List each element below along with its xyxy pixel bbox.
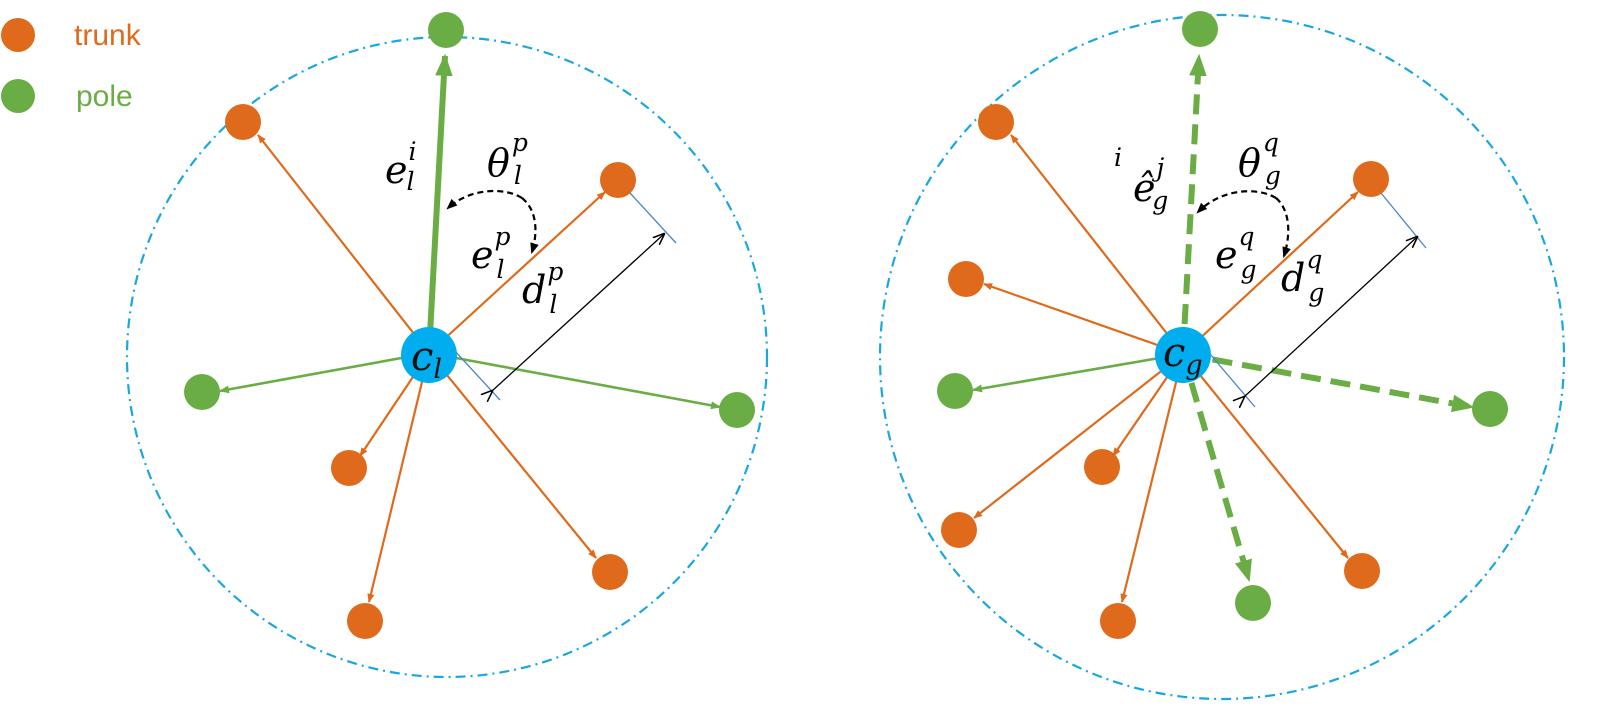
local-distance-arrow [492,234,664,391]
legend-label-trunk: trunk [74,19,142,52]
global-pole-edges [972,53,1475,583]
local-angle-arc [446,189,523,210]
pole-node [1235,585,1271,621]
pole-node [428,12,464,48]
trunk-node [331,450,367,486]
pole-node [1472,391,1508,427]
local-pole-edge-i [426,53,453,354]
trunk-node [1084,449,1120,485]
legend: trunk pole [1,18,142,113]
global-trunk-edge [1182,191,1359,355]
trunk-node [1100,603,1136,639]
local-neighborhood-boundary [125,35,769,679]
trunk-node [948,261,984,297]
global-trunk-edge [1182,353,1349,559]
global-pole-edge-j [1180,53,1207,355]
global-center-node [1155,327,1211,383]
global-trunk-nodes [941,104,1389,639]
pole-node [937,373,973,409]
global-edge-label-j-prescript: i [1114,143,1122,172]
pole-node [719,392,755,428]
global-angle-arc [1275,197,1291,259]
global-distance-tick [1209,353,1256,408]
legend-item-pole: pole [1,79,133,113]
global-pole-edge [972,352,1184,393]
trunk-node [1344,553,1380,589]
global-distance-arrow [1244,237,1417,397]
local-center-node [401,327,457,383]
local-trunk-edge [367,352,431,603]
trunk-node [941,512,977,548]
local-distance-tick [629,192,677,244]
local-angle-arc [521,197,539,255]
global-trunk-edges [973,134,1359,603]
trunk-node [347,603,383,639]
legend-label-pole: pole [76,80,133,113]
local-trunk-edge [428,191,606,354]
global-angle-arc [1196,190,1277,214]
trunk-node [978,104,1014,140]
local-trunk-nodes [225,104,636,639]
global-center-label: cg [1163,330,1203,381]
trunk-node [225,104,261,140]
pole-node [1182,11,1218,47]
local-pole-edges [219,53,721,410]
global-neighborhood-boundary [878,13,1566,701]
global-distance-guide [1209,192,1427,408]
global-trunk-edge [973,353,1184,519]
global-pole-edge [1182,351,1475,413]
global-pole-edge [1180,353,1252,583]
trunk-node [600,162,636,198]
legend-item-trunk: trunk [1,18,142,52]
local-trunk-edges [257,134,606,603]
trunk-node-icon [1,18,35,52]
global-pole-nodes [937,11,1508,621]
global-trunk-edge [1010,134,1184,355]
trunk-node [592,554,628,590]
global-trunk-edge [983,282,1184,356]
local-pole-nodes [184,12,755,428]
local-distance-guide [453,192,677,400]
local-trunk-edge [257,134,430,354]
local-pole-edge [219,351,430,394]
pole-node-icon [1,79,35,113]
trunk-node [1353,161,1389,197]
global-trunk-edge [1120,353,1185,603]
local-pole-edge [428,351,721,410]
local-center-label: cl [411,334,442,385]
global-distance-tick [1380,192,1427,249]
pole-node [184,374,220,410]
local-trunk-edge [428,352,597,559]
